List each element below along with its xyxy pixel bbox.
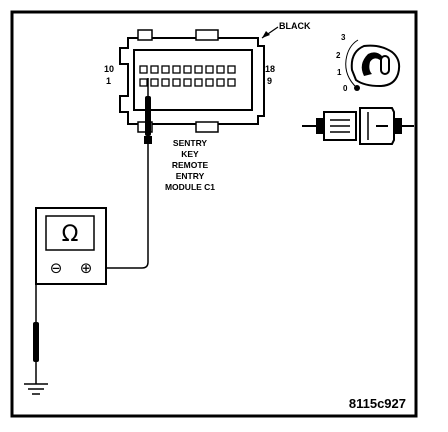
ignition-position-0: 0 [343,84,348,93]
pin-label-9: 9 [267,76,272,86]
ignition-position-1: 1 [337,68,342,77]
positive-test-lead [86,144,149,269]
figure-id: 8115c927 [349,396,406,411]
pin-label-1: 1 [106,76,111,86]
connector-color-label: BLACK [279,21,311,31]
pin-label-18: 18 [265,64,275,74]
connector-pins [139,65,236,87]
ignition-position-2: 2 [336,51,341,60]
connector-c1: 10 1 18 9 BLACK [104,21,311,133]
module-label-line-1: SENTRY [173,138,207,148]
module-label-line-3: REMOTE [172,160,209,170]
ignition-key-icon [350,44,401,88]
diagram-frame [10,10,418,418]
meter-negative-terminal: ⊖ [50,259,63,277]
ohmmeter: Ω ⊖ ⊕ [35,207,107,285]
meter-positive-terminal: ⊕ [80,259,93,277]
ground-icon [24,383,48,395]
pin-label-10: 10 [104,64,114,74]
module-label-line-2: KEY [181,149,199,159]
ignition-switch: 3 2 1 0 [336,33,401,93]
mating-connector-icon [302,107,414,145]
module-label: SENTRY KEY REMOTE ENTRY MODULE C1 [165,138,215,192]
ignition-position-3: 3 [341,33,346,42]
module-label-line-5: MODULE C1 [165,182,215,192]
ohm-symbol-icon: Ω [62,222,79,247]
negative-test-probe [33,322,39,384]
module-label-line-4: ENTRY [176,171,205,181]
positive-test-probe [144,78,152,144]
